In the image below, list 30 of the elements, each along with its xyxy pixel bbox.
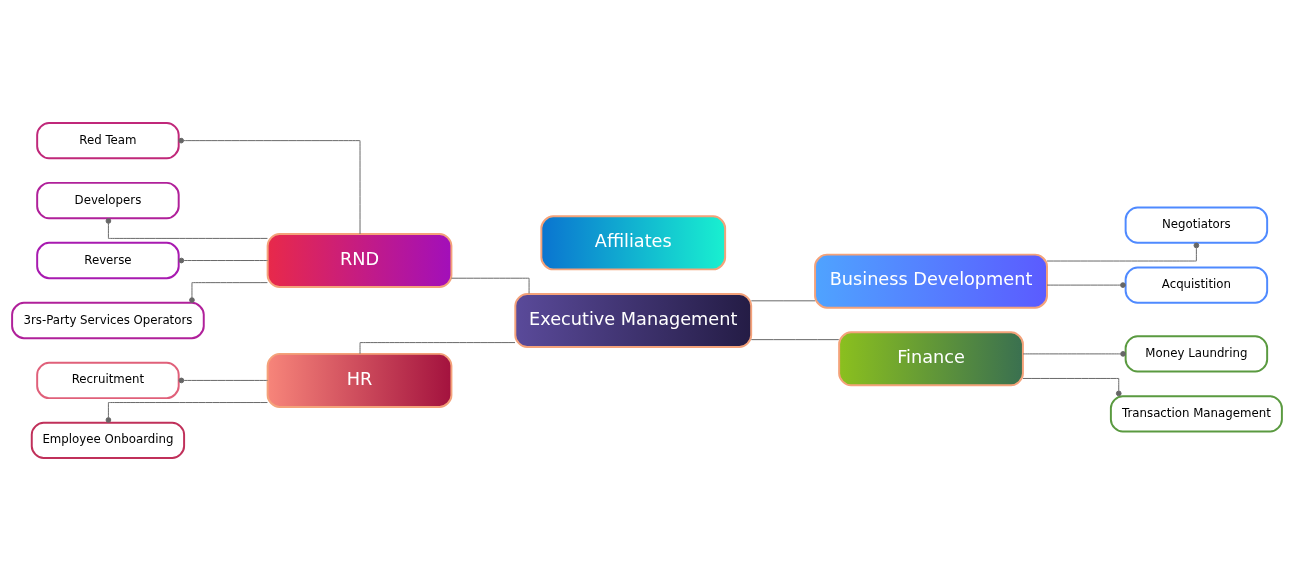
node-box: Executive Management xyxy=(514,292,753,348)
node-box: Developers xyxy=(36,181,180,219)
connector xyxy=(750,299,816,301)
node-box: Red Team xyxy=(36,121,180,159)
node-box: Finance xyxy=(838,330,1024,386)
connector xyxy=(1022,350,1126,357)
node-box: HR xyxy=(266,352,453,408)
connector xyxy=(750,338,840,340)
node-box: Acquistition xyxy=(1124,265,1269,304)
node-box: Employee Onboarding xyxy=(30,421,186,459)
connector xyxy=(1046,281,1126,288)
node-box: Money Laundring xyxy=(1124,334,1269,373)
connector xyxy=(178,377,268,383)
node-box: Negotiators xyxy=(1124,205,1269,244)
connector xyxy=(178,137,361,234)
node-box: RND xyxy=(266,232,453,288)
connector xyxy=(1046,242,1200,261)
connector xyxy=(1022,377,1122,396)
node-box: Reverse xyxy=(36,241,180,279)
node-box: Recruitment xyxy=(36,361,180,399)
node-box: Transaction Management xyxy=(1109,394,1283,432)
connector xyxy=(105,217,268,239)
connector xyxy=(105,401,268,423)
connector xyxy=(178,257,268,263)
node-box: Affiliates xyxy=(540,214,727,270)
connector xyxy=(189,281,268,303)
node-box: Business Development xyxy=(814,253,1048,309)
node-box: 3rs-Party Services Operators xyxy=(11,301,205,339)
connector xyxy=(451,277,530,294)
connector xyxy=(359,341,516,354)
